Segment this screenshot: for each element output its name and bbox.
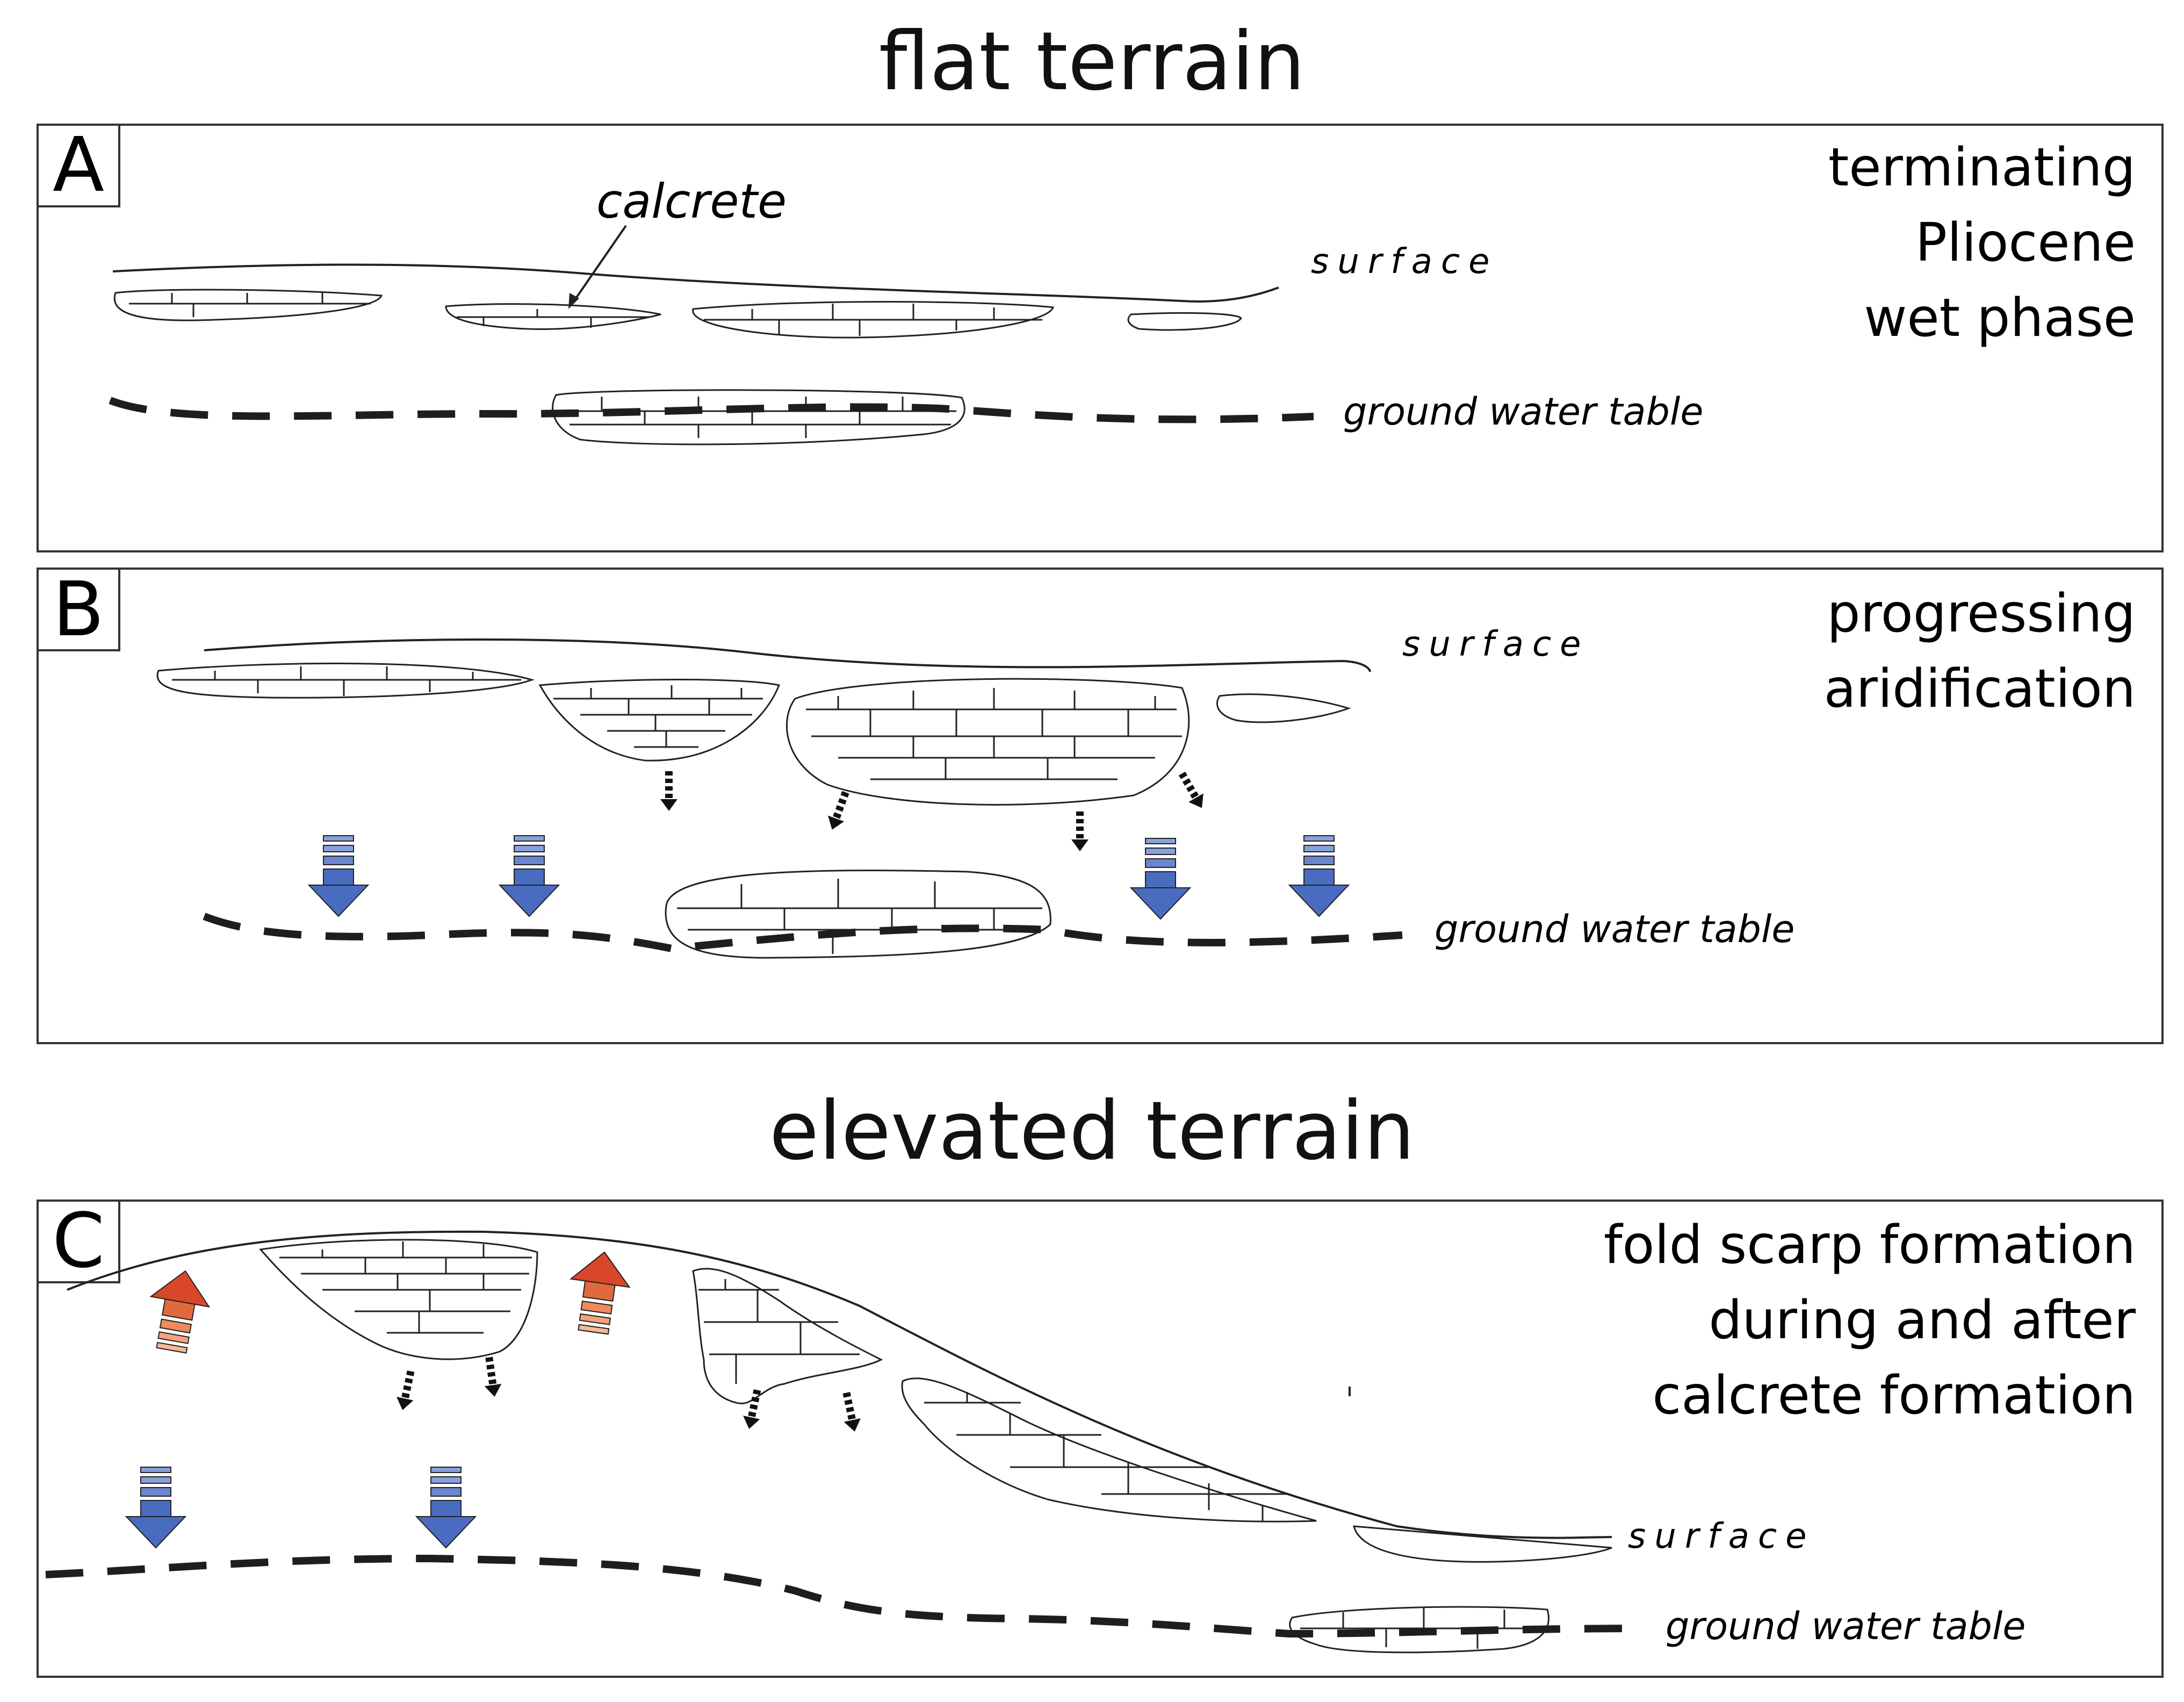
panel-b-caption-line-1: progressing xyxy=(1827,583,2136,644)
panel-b-letter-box xyxy=(37,568,120,651)
panel-c-water-table xyxy=(45,1554,1645,1638)
panel-c-surface-line xyxy=(67,1230,1612,1539)
panel-b-surface-line xyxy=(204,638,1371,672)
panel-c-water-label: ground water table xyxy=(1666,1604,2026,1648)
panel-b-letter: B xyxy=(53,566,104,653)
title-elevated-terrain: elevated terrain xyxy=(769,1085,1415,1178)
panel-a-caption-line-2: Pliocene xyxy=(1915,212,2136,274)
panel-b-surface-label: surface xyxy=(1402,624,1590,664)
panel-b-blue-arrow-4 xyxy=(1289,835,1349,917)
panel-c-letter: C xyxy=(52,1197,105,1285)
panel-c-caption-line-3: calcrete formation xyxy=(1652,1365,2136,1426)
panel-a-caption-line-1: terminating xyxy=(1828,137,2136,198)
panel-c-surface-label: surface xyxy=(1628,1517,1815,1556)
panel-b-caption-line-2: aridification xyxy=(1824,658,2136,720)
panel-b-calcrete-lenses xyxy=(156,663,1351,959)
panel-a-water-table xyxy=(109,397,1314,423)
panel-c-caption-line-2: during and after xyxy=(1709,1290,2136,1351)
panel-c-red-arrow-2 xyxy=(563,1247,635,1337)
panel-b-blue-arrow-2 xyxy=(499,835,559,917)
panel-c-blue-arrow-1 xyxy=(126,1467,186,1548)
panel-a-calcrete-label: calcrete xyxy=(596,174,787,229)
panel-c-blue-arrow-2 xyxy=(416,1467,476,1548)
panel-a-caption-line-3: wet phase xyxy=(1864,288,2136,349)
panel-b-water-table xyxy=(203,913,1403,953)
panel-a-water-label: ground water table xyxy=(1343,390,1703,434)
panel-a-letter: A xyxy=(53,121,104,209)
title-flat-terrain: flat terrain xyxy=(878,15,1306,109)
panel-c-letter-box xyxy=(37,1200,120,1283)
panel-a-surface-line xyxy=(112,263,1279,303)
panel-a-letter-box xyxy=(37,124,120,207)
panel-a-calcrete-lenses xyxy=(113,289,1242,446)
panel-b-blue-arrow-1 xyxy=(308,835,369,917)
panel-b-water-label: ground water table xyxy=(1435,907,1794,951)
panel-a-surface-label: surface xyxy=(1311,242,1498,282)
panel-b: B surface ground water table progressing… xyxy=(37,566,2164,1044)
panel-a: A calcrete surface ground water table te… xyxy=(37,121,2164,552)
panel-c-caption-line-1: fold scarp formation xyxy=(1604,1215,2136,1276)
panel-c: C surface ground water table xyxy=(37,1197,2164,1678)
panel-b-blue-arrow-3 xyxy=(1130,838,1191,920)
panel-c-red-arrow-1 xyxy=(141,1265,215,1356)
panel-c-calcrete-lenses xyxy=(259,1239,1612,1654)
